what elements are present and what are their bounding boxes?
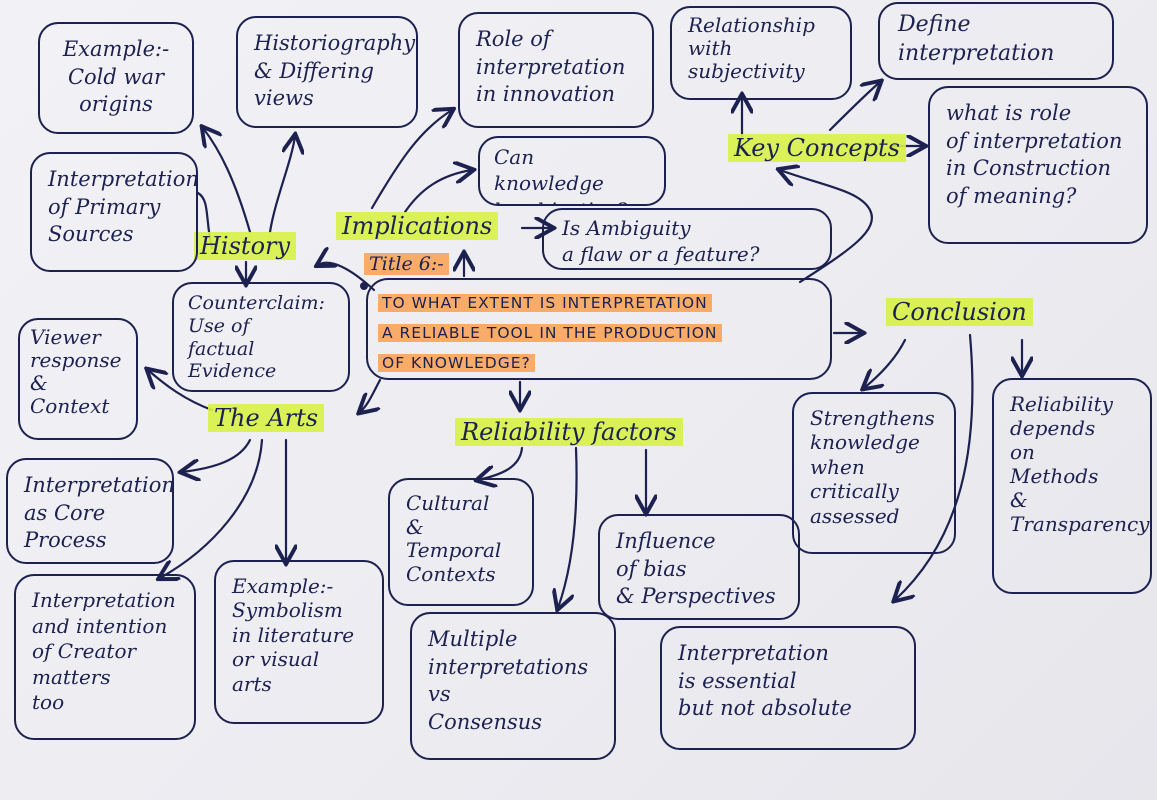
central-question-line-1: TO WHAT EXTENT IS INTERPRETATION bbox=[378, 288, 820, 318]
link-history-historiography bbox=[268, 136, 295, 234]
central-question-line-3: OF KNOWLEDGE? bbox=[378, 348, 820, 378]
node-relationship-subjectivity: Relationship with subjectivity bbox=[670, 6, 852, 100]
node-core-process: Interpretation as Core Process bbox=[6, 458, 174, 564]
central-question-line-2: A RELIABLE TOOL IN THE PRODUCTION bbox=[378, 318, 820, 348]
link-impl-objective bbox=[403, 170, 472, 214]
node-define-interpretation: Define interpretation bbox=[878, 2, 1114, 80]
node-knowledge-objective: Can knowledge be objective? bbox=[478, 136, 666, 206]
link-central-keyconcepts bbox=[780, 170, 873, 284]
branch-reliability-factors: Reliability factors bbox=[455, 418, 683, 446]
link-rel-cultural bbox=[478, 446, 524, 480]
central-question-box: TO WHAT EXTENT IS INTERPRETATION A RELIA… bbox=[366, 278, 832, 380]
link-rel-multiple bbox=[558, 446, 578, 608]
central-dot bbox=[360, 282, 368, 290]
node-intention-creator: Interpretation and intention of Creator … bbox=[14, 574, 196, 740]
title-tag: Title 6:- bbox=[364, 253, 449, 275]
link-central-arts bbox=[360, 378, 382, 412]
link-history-coldwar bbox=[203, 128, 252, 234]
branch-implications: Implications bbox=[336, 212, 499, 240]
node-ambiguity: Is Ambiguity a flaw or a feature? bbox=[542, 208, 832, 270]
node-historiography: Historiography & Differing views bbox=[236, 16, 418, 128]
branch-history: History bbox=[194, 232, 297, 260]
branch-key-concepts: Key Concepts bbox=[728, 134, 906, 162]
node-essential-not-absolute: Interpretation is essential but not abso… bbox=[660, 626, 916, 750]
node-counterclaim: Counterclaim: Use of factual Evidence bbox=[172, 282, 350, 392]
node-strengthens-knowledge: Strengthens knowledge when critically as… bbox=[792, 392, 956, 554]
node-symbolism-example: Example:- Symbolism in literature or vis… bbox=[214, 560, 384, 724]
link-conc-essential bbox=[895, 333, 974, 600]
branch-conclusion: Conclusion bbox=[886, 298, 1033, 326]
link-arts-core bbox=[182, 438, 252, 472]
link-key-define bbox=[828, 82, 880, 132]
node-viewer-response: Viewer response & Context bbox=[18, 318, 138, 440]
branch-the-arts: The Arts bbox=[208, 404, 325, 432]
link-arts-intention bbox=[160, 438, 264, 578]
node-multiple-interpretations: Multiple interpretations vs Consensus bbox=[410, 612, 616, 760]
node-role-innovation: Role of interpretation in innovation bbox=[458, 12, 654, 128]
link-impl-role bbox=[370, 110, 452, 210]
node-role-construction: what is role of interpretation in Constr… bbox=[928, 86, 1148, 244]
node-reliability-depends: Reliability depends on Methods & Transpa… bbox=[992, 378, 1152, 594]
node-primary-sources: Interpretation of Primary Sources bbox=[30, 152, 198, 272]
node-bias-perspectives: Influence of bias & Perspectives bbox=[598, 514, 800, 620]
node-cold-war-example: Example:- Cold war origins bbox=[38, 22, 194, 134]
link-arts-viewer bbox=[148, 370, 214, 412]
link-conc-strengthens bbox=[864, 338, 907, 388]
node-cultural-temporal: Cultural & Temporal Contexts bbox=[388, 478, 534, 606]
